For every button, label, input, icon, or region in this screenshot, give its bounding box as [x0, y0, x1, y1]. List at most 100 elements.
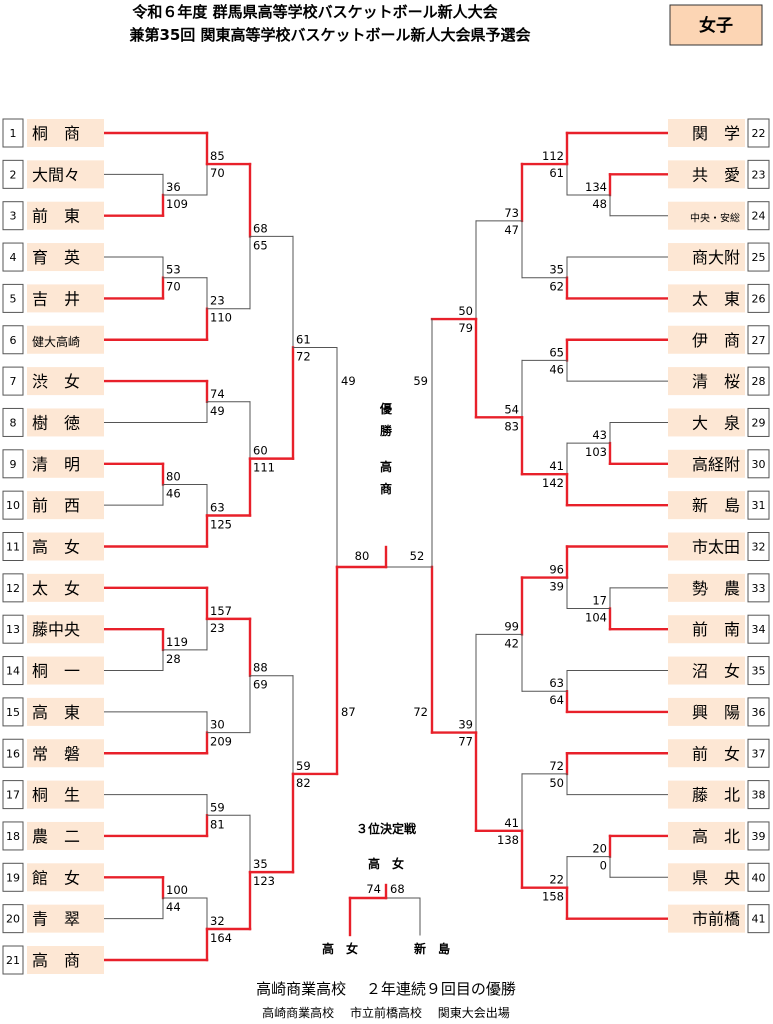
team-name: 大間々 — [32, 165, 80, 184]
category-badge-label: 女子 — [699, 15, 733, 36]
seed-box — [2, 242, 24, 272]
team-name: 高経附 — [692, 455, 740, 474]
seed-number: 33 — [752, 582, 766, 595]
score-lower: 49 — [210, 404, 225, 418]
score-lower: 61 — [549, 166, 564, 180]
score-upper: 99 — [504, 619, 519, 633]
seed-box — [747, 490, 770, 520]
seed-number: 28 — [752, 375, 766, 388]
third-place-title: ３位決定戦 — [356, 821, 417, 836]
team-box — [27, 573, 104, 602]
seed-number: 22 — [752, 127, 766, 140]
team-name: 大 泉 — [692, 413, 740, 432]
score-upper: 63 — [210, 500, 225, 514]
team-box — [668, 821, 745, 850]
team-box — [27, 863, 104, 892]
footer-line-2: 高崎商業高校 市立前橋高校 関東大会出場 — [262, 1005, 510, 1020]
semi-score-bottom: 87 — [341, 705, 356, 719]
team-name: 伊 商 — [692, 331, 740, 350]
seed-number: 5 — [10, 292, 17, 305]
seed-number: 23 — [752, 168, 766, 181]
score-lower: 109 — [166, 197, 188, 211]
score-lower: 62 — [549, 280, 564, 294]
seed-number: 41 — [752, 913, 766, 926]
score-upper: 22 — [549, 873, 564, 887]
third-place-winner: 高 女 — [368, 856, 404, 871]
score-lower: 77 — [458, 735, 473, 749]
score-lower: 70 — [210, 166, 225, 180]
score-upper: 20 — [592, 842, 607, 856]
team-name: 市前橋 — [692, 910, 740, 929]
seed-box — [2, 407, 24, 437]
score-upper: 61 — [296, 333, 311, 347]
champion-label: 優勝 — [379, 401, 393, 438]
team-box — [668, 491, 745, 520]
score-upper: 88 — [253, 661, 268, 675]
team-box — [27, 449, 104, 478]
team-name: 高 女 — [32, 538, 80, 557]
team-box — [668, 573, 745, 602]
seed-box — [2, 862, 24, 892]
seed-number: 37 — [752, 747, 766, 760]
team-box — [668, 739, 745, 768]
team-name: 前 南 — [692, 620, 740, 639]
seed-number: 39 — [752, 830, 766, 843]
score-lower: 83 — [504, 419, 519, 433]
score-lower: 82 — [296, 776, 311, 790]
seed-number: 1 — [10, 127, 17, 140]
seed-box — [2, 449, 24, 479]
seed-box — [747, 697, 770, 727]
seed-box — [2, 159, 24, 189]
score-lower: 164 — [210, 931, 232, 945]
seed-number: 24 — [752, 210, 766, 223]
team-name: 勢 農 — [692, 579, 740, 598]
seed-number: 35 — [752, 665, 766, 678]
team-name: 館 女 — [32, 868, 80, 887]
seed-box — [2, 904, 24, 934]
title-line-2: 兼第35回 関東高等学校バスケットボール新人大会県予選会 — [129, 26, 530, 44]
team-name: 健大高崎 — [32, 334, 80, 349]
score-lower: 46 — [166, 486, 181, 500]
seed-number: 8 — [10, 416, 17, 429]
team-box — [668, 532, 745, 561]
final-score-right: 52 — [410, 549, 425, 563]
seed-number: 25 — [752, 251, 766, 264]
seed-box — [2, 614, 24, 644]
score-upper: 73 — [504, 206, 519, 220]
score-lower: 47 — [504, 223, 519, 237]
seed-box — [747, 614, 770, 644]
team-name: 藤 北 — [692, 786, 740, 805]
score-upper: 63 — [549, 676, 564, 690]
score-lower: 48 — [592, 197, 607, 211]
seed-box — [747, 242, 770, 272]
team-box — [27, 904, 104, 933]
team-box — [27, 408, 104, 437]
team-box — [668, 615, 745, 644]
seed-number: 21 — [6, 954, 20, 967]
score-lower: 42 — [504, 636, 519, 650]
team-name: 桐 生 — [32, 786, 80, 805]
seed-box — [2, 697, 24, 727]
team-box — [27, 367, 104, 396]
team-box — [668, 367, 745, 396]
seed-number: 14 — [6, 665, 20, 678]
title-line-1: 令和６年度 群馬県高等学校バスケットボール新人大会 — [132, 3, 497, 21]
team-box — [668, 243, 745, 272]
score-lower: 111 — [253, 461, 275, 475]
team-box — [668, 780, 745, 809]
seed-number: 6 — [10, 334, 17, 347]
seed-box — [2, 118, 24, 148]
seed-number: 11 — [6, 541, 20, 554]
seed-box — [2, 490, 24, 520]
team-name: 清 桜 — [692, 372, 740, 391]
team-name: 農 二 — [32, 827, 80, 846]
seed-box — [2, 738, 24, 768]
team-box — [27, 615, 104, 644]
score-lower: 79 — [458, 321, 473, 335]
score-upper: 157 — [210, 604, 232, 618]
team-box — [27, 119, 104, 147]
seed-box — [2, 201, 24, 231]
seed-box — [2, 532, 24, 561]
score-lower: 64 — [549, 693, 564, 707]
team-name: 常 磐 — [32, 744, 80, 763]
